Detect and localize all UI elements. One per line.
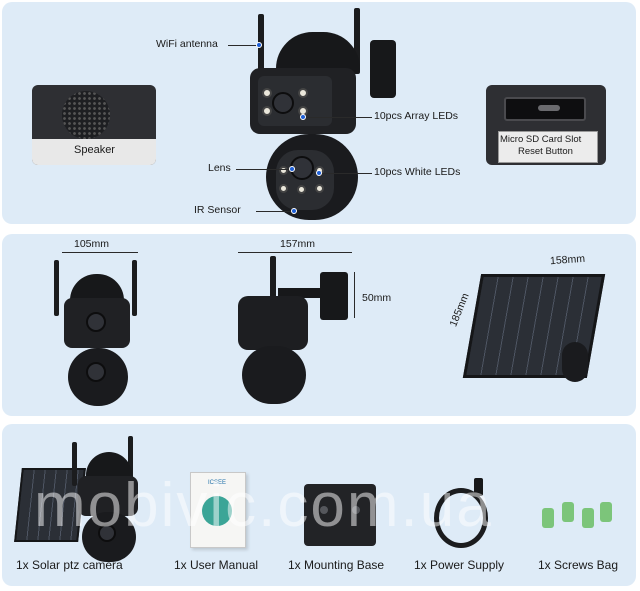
array-leds-label: 10pcs Array LEDs	[374, 110, 459, 122]
white-led	[279, 184, 288, 193]
mounting-base-plate	[304, 484, 376, 546]
white-leds-line	[322, 173, 372, 174]
camera-top-dome	[276, 32, 360, 74]
features-panel: Speaker Micro SD Card Slot Reset Button …	[2, 2, 636, 224]
solar-panel-mount	[562, 342, 588, 382]
side-depth-label: 50mm	[362, 292, 392, 304]
power-cable-coil	[434, 488, 488, 548]
package-label-power-supply: 1x Power Supply	[414, 558, 505, 572]
upper-lens	[272, 92, 294, 114]
front-lower-lens	[86, 362, 106, 382]
reset-button-hole	[538, 105, 560, 111]
antenna-right	[354, 8, 360, 74]
side-depth-line	[354, 272, 355, 318]
power-plug	[474, 478, 483, 496]
mounting-base-hole	[320, 506, 328, 514]
speaker-grille	[62, 91, 110, 139]
white-leds-dot	[316, 170, 322, 176]
package-label-camera: 1x Solar ptz camera	[16, 558, 123, 572]
front-width-line	[62, 252, 138, 253]
array-led	[262, 106, 272, 116]
package-antenna-left	[72, 442, 77, 486]
dimensions-panel: 105mm 157mm 50mm 158mm 185mm	[2, 234, 636, 416]
package-antenna-right	[128, 436, 133, 484]
side-wall-bracket	[320, 272, 348, 320]
speaker-label-box	[32, 139, 156, 165]
front-antenna-left	[54, 260, 59, 316]
speaker-inset: Speaker	[32, 85, 156, 165]
screw-anchor	[600, 502, 612, 522]
white-led	[297, 185, 306, 194]
screw-anchor	[542, 508, 554, 528]
lens-line	[236, 169, 290, 170]
package-label-manual: 1x User Manual	[174, 558, 259, 572]
side-width-line	[238, 252, 352, 253]
manual-booklet	[190, 472, 246, 548]
white-led	[279, 166, 288, 175]
panel-width-label: 158mm	[549, 252, 586, 268]
wifi-antenna-dot	[256, 42, 262, 48]
package-label-mounting-base: 1x Mounting Base	[288, 558, 385, 572]
speaker-label: Speaker	[74, 144, 115, 156]
lower-lens	[290, 156, 314, 180]
front-width-label: 105mm	[74, 238, 110, 250]
mounting-base-hole	[352, 506, 360, 514]
upper-lens-panel	[258, 76, 332, 126]
sd-slot-label-line1: Micro SD Card Slot	[500, 134, 582, 145]
package-camera-upper	[78, 476, 138, 516]
side-upper-housing	[238, 296, 308, 350]
side-width-label: 157mm	[280, 238, 316, 250]
wifi-antenna-line	[228, 45, 258, 46]
side-antenna	[270, 256, 276, 316]
sd-label-box	[498, 131, 598, 163]
white-leds-label: 10pcs White LEDs	[374, 166, 461, 178]
manual-brand: ICSEE	[208, 480, 227, 486]
screw-anchor	[562, 502, 574, 522]
array-led	[298, 88, 308, 98]
package-camera-lens	[98, 524, 116, 542]
array-leds-line	[306, 117, 372, 118]
ir-sensor-line	[256, 211, 292, 212]
panel-height-label: 185mm	[447, 291, 472, 329]
ir-sensor-dot	[291, 208, 297, 214]
array-leds-dot	[300, 114, 306, 120]
sd-slot-inset: Micro SD Card Slot Reset Button	[486, 85, 606, 165]
front-upper-lens	[86, 312, 106, 332]
side-arm	[278, 288, 324, 298]
side-lower-dome	[242, 346, 306, 404]
mount-bracket	[370, 40, 396, 98]
array-led	[262, 88, 272, 98]
sd-slot-label-line2: Reset Button	[518, 146, 573, 157]
wifi-antenna-label: WiFi antenna	[156, 38, 218, 50]
manual-qr-code	[202, 496, 232, 526]
package-label-screws-bag: 1x Screws Bag	[538, 558, 619, 572]
package-panel: 1x Solar ptz camera ICSEE 1x User Manual…	[2, 424, 636, 586]
white-led	[315, 184, 324, 193]
lens-label: Lens	[208, 162, 231, 174]
front-antenna-right	[132, 260, 137, 316]
screw-anchor	[582, 508, 594, 528]
lens-dot	[289, 166, 295, 172]
ir-sensor-label: IR Sensor	[194, 204, 241, 216]
